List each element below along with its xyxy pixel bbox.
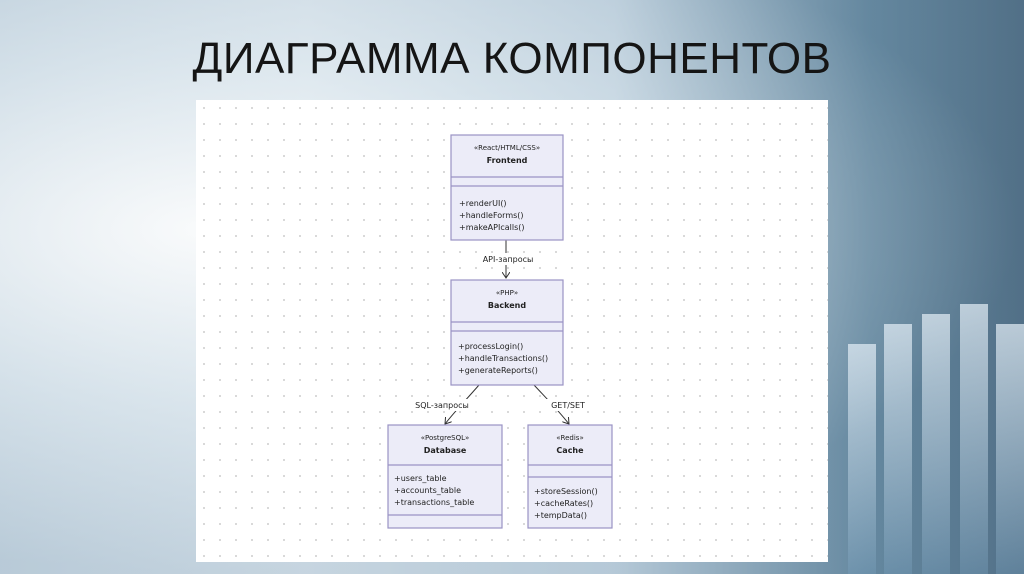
component-member: +storeSession(): [534, 487, 598, 496]
decor-bar: [848, 344, 876, 574]
edge-backend-cache: GET/SET: [533, 384, 590, 424]
decor-bar: [922, 314, 950, 574]
component-frontend: «React/HTML/CSS» Frontend +renderUI() +h…: [450, 134, 564, 241]
component-stereotype: «PostgreSQL»: [421, 434, 470, 442]
component-member: +cacheRates(): [534, 499, 593, 508]
component-member: +users_table: [394, 474, 447, 483]
edge-label-getset: GET/SET: [551, 401, 585, 410]
component-member: +handleTransactions(): [458, 354, 548, 363]
component-member: +handleForms(): [459, 211, 524, 220]
component-member: +tempData(): [534, 511, 587, 520]
decor-bar: [996, 324, 1024, 574]
component-member: +makeAPIcalls(): [459, 223, 524, 232]
component-cache: «Redis» Cache +storeSession() +cacheRate…: [527, 424, 613, 529]
component-member: +accounts_table: [394, 486, 461, 495]
edge-label-sql: SQL-запросы: [415, 401, 469, 410]
component-name: Cache: [556, 446, 584, 455]
component-stereotype: «PHP»: [496, 289, 518, 297]
component-stereotype: «Redis»: [556, 434, 583, 442]
component-member: +transactions_table: [394, 498, 474, 507]
component-member: +generateReports(): [458, 366, 538, 375]
component-member: +renderUI(): [459, 199, 507, 208]
component-name: Backend: [488, 301, 526, 310]
edge-backend-database: SQL-запросы: [414, 384, 480, 424]
edge-label-api: API-запросы: [483, 255, 534, 264]
component-diagram: API-запросы SQL-запросы GET/SET «React/H…: [387, 134, 613, 529]
component-database: «PostgreSQL» Database +users_table +acco…: [387, 424, 503, 529]
component-name: Database: [424, 446, 467, 455]
component-stereotype: «React/HTML/CSS»: [474, 144, 540, 152]
component-backend: «PHP» Backend +processLogin() +handleTra…: [450, 279, 564, 386]
component-member: +processLogin(): [458, 342, 523, 351]
diagram-panel: API-запросы SQL-запросы GET/SET «React/H…: [196, 100, 828, 562]
edge-frontend-backend: API-запросы: [480, 240, 536, 278]
decor-bar: [884, 324, 912, 574]
slide-title: ДИАГРАММА КОМПОНЕНТОВ: [192, 34, 832, 83]
decor-bar: [960, 304, 988, 574]
component-name: Frontend: [487, 156, 528, 165]
